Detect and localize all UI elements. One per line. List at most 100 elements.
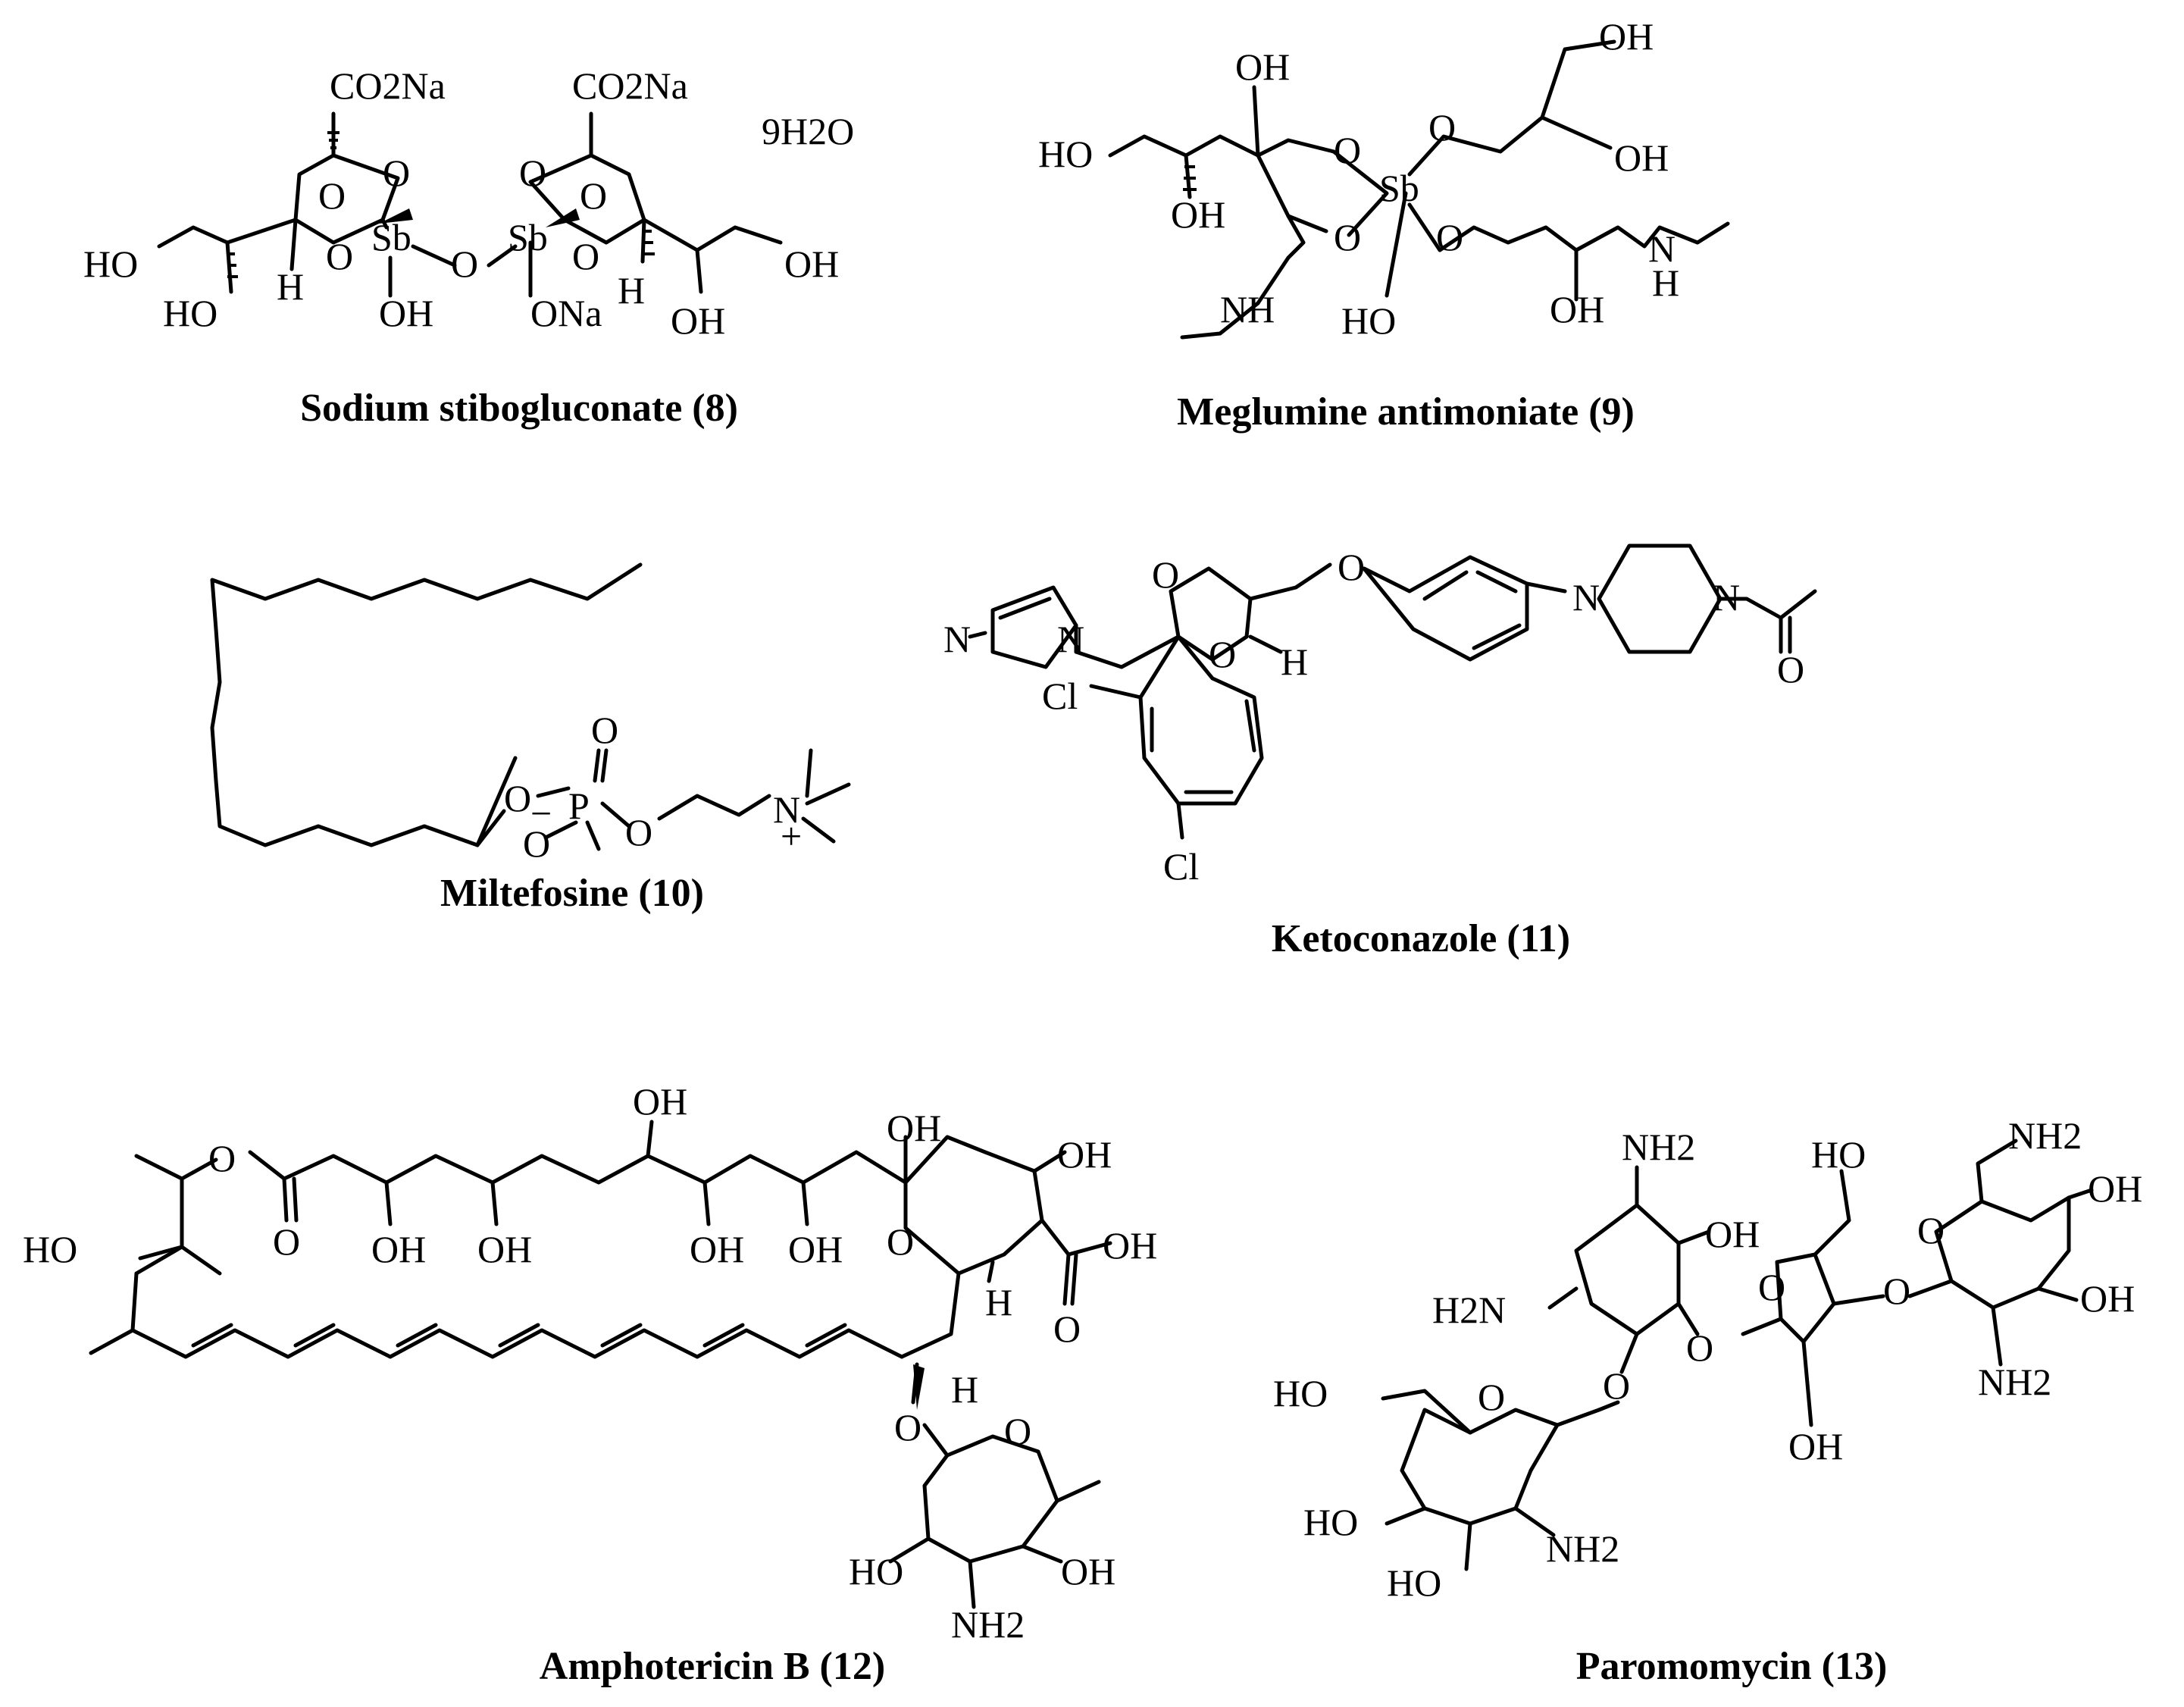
hydrogen-label: H <box>985 1281 1012 1323</box>
hydroxyl-label: HO <box>1273 1372 1328 1414</box>
hydroxyl-label: OH <box>1550 288 1604 330</box>
hydrogen-label: H <box>951 1368 978 1411</box>
co2na-label-right: CO2Na <box>572 64 688 107</box>
carbonyl-oxygen-label: O <box>1053 1308 1081 1350</box>
hydroxyl-label: HO <box>23 1228 77 1270</box>
caption-paromomycin: Paromomycin (13) <box>1576 1645 1888 1688</box>
oxygen-label: O <box>383 152 410 194</box>
hydroxyl-label: HO <box>1038 133 1093 175</box>
amine-label: NH2 <box>1546 1527 1619 1570</box>
hydroxyl-label: HO <box>849 1550 903 1593</box>
oxygen-label: O <box>1428 106 1456 149</box>
glycosidic-oxygen-label: O <box>894 1406 921 1449</box>
chlorine-label: Cl <box>1042 675 1078 717</box>
caption-ketoconazole: Ketoconazole (11) <box>1272 917 1570 960</box>
hydrogen-label: H <box>277 265 304 308</box>
sodium-oxide-label: ONa <box>530 292 602 334</box>
structure-amphotericin-b: O O OH OH OH OH OH OH OH O H OH O HO O H… <box>23 1080 1157 1688</box>
structure-paromomycin: NH2 OH H2N HO O O O OH O O NH2 OH OH NH2… <box>1273 1114 2142 1688</box>
hydroxyl-label: OH <box>690 1228 744 1270</box>
hydroxyl-label: HO <box>1387 1561 1441 1604</box>
hydroxyl-label: OH <box>788 1228 843 1270</box>
caption-sodium-stibogluconate: Sodium stibogluconate (8) <box>300 387 738 430</box>
nitrogen-label: N <box>943 618 971 660</box>
oxygen-label: O <box>1334 216 1361 258</box>
oxygen-label: O <box>1152 553 1179 596</box>
hydroxyl-label: OH <box>477 1228 532 1270</box>
co2na-label-left: CO2Na <box>330 64 446 107</box>
hydroxyl-label: HO <box>1341 299 1396 342</box>
amine-label: NH2 <box>2008 1114 2082 1157</box>
plus-charge: + <box>781 815 802 857</box>
structure-meglumine-antimoniate: OH HO OH O O Sb O O OH OH NH HO OH N H M… <box>1038 15 1730 434</box>
amine-label: NH2 <box>951 1603 1025 1646</box>
hydrogen-label: H <box>1281 641 1308 683</box>
minus-charge: − <box>530 792 552 835</box>
oxygen-label: O <box>1338 546 1365 588</box>
structure-ketoconazole: N N O O H O N N O Cl Cl Ketoconazole (11… <box>943 543 1817 960</box>
hydroxyl-label: OH <box>671 299 725 342</box>
hydroxyl-label: OH <box>2088 1167 2142 1210</box>
oxygen-label: O <box>580 174 607 217</box>
ester-oxygen-label: O <box>208 1137 236 1179</box>
hydroxyl-label: OH <box>1614 136 1669 179</box>
amine-label: NH <box>1220 288 1275 330</box>
hydroxyl-label: OH <box>887 1107 941 1149</box>
hydroxyl-label: HO <box>1303 1501 1358 1543</box>
hydrate-label: 9H2O <box>762 110 854 152</box>
ring-oxygen-label: O <box>1478 1376 1505 1418</box>
hydroxyl-label: OH <box>1061 1550 1115 1593</box>
oxygen-label: O <box>318 174 346 217</box>
oxygen-label: O <box>326 235 353 277</box>
oxygen-label: O <box>1436 216 1463 258</box>
glycosidic-oxygen-label: O <box>1686 1326 1713 1369</box>
hydroxyl-label: OH <box>1599 15 1654 58</box>
caption-meglumine-antimoniate: Meglumine antimoniate (9) <box>1177 390 1635 434</box>
nitrogen-label: N <box>1057 618 1084 660</box>
antimony-label-left: Sb <box>371 216 411 258</box>
hydroxyl-label: OH <box>1235 45 1290 88</box>
glycosidic-oxygen-label: O <box>1603 1364 1630 1407</box>
oxygen-label: O <box>1209 633 1236 675</box>
oxygen-label: O <box>504 777 531 819</box>
bridging-oxygen-label: O <box>451 243 478 285</box>
structure-sodium-stibogluconate: CO2Na CO2Na 9H2O O O Sb O O Sb O O O HO … <box>83 64 854 430</box>
hydroxyl-label: OH <box>1057 1133 1112 1176</box>
hydroxyl-label: OH <box>1788 1425 1843 1467</box>
oxygen-label: O <box>1334 129 1361 171</box>
ring-oxygen-label: O <box>887 1220 914 1263</box>
caption-miltefosine: Miltefosine (10) <box>440 872 704 915</box>
carbonyl-oxygen-label: O <box>273 1220 300 1263</box>
amine-label: NH2 <box>1978 1361 2051 1403</box>
amine-label: NH2 <box>1622 1126 1695 1168</box>
hydroxyl-label: OH <box>633 1080 687 1123</box>
nitrogen-label: N <box>773 788 800 831</box>
glycosidic-oxygen-label: O <box>1883 1270 1910 1312</box>
carbonyl-oxygen-label: O <box>1777 648 1804 691</box>
oxygen-label: O <box>523 822 550 865</box>
hydrogen-label: H <box>618 269 645 312</box>
ring-oxygen-label: O <box>1917 1209 1945 1251</box>
oxygen-label: O <box>591 709 618 751</box>
oxygen-label: O <box>572 235 599 277</box>
nitrogen-label: N <box>1572 576 1600 619</box>
oxygen-label: O <box>625 811 652 854</box>
chlorine-label: Cl <box>1163 845 1199 888</box>
hydroxyl-label: OH <box>1705 1213 1760 1255</box>
hydroxyl-label: HO <box>163 292 217 334</box>
antimony-label: Sb <box>1379 167 1419 209</box>
hydroxyl-label: OH <box>784 243 839 285</box>
hydroxyl-label: OH <box>371 1228 426 1270</box>
phosphorus-label: P <box>568 785 590 827</box>
ring-oxygen-label: O <box>1758 1266 1785 1308</box>
hydroxyl-label: HO <box>83 243 138 285</box>
hydroxyl-label: OH <box>1103 1224 1157 1267</box>
amine-label: H2N <box>1432 1289 1506 1331</box>
oxygen-label: O <box>519 152 546 194</box>
hydrogen-label: H <box>1652 262 1679 304</box>
structure-miltefosine: O O P − O O N + Miltefosine (10) <box>210 562 851 915</box>
nitrogen-label: N <box>1713 576 1740 619</box>
ring-oxygen-label: O <box>1004 1410 1031 1452</box>
nitrogen-label: N <box>1648 227 1676 270</box>
